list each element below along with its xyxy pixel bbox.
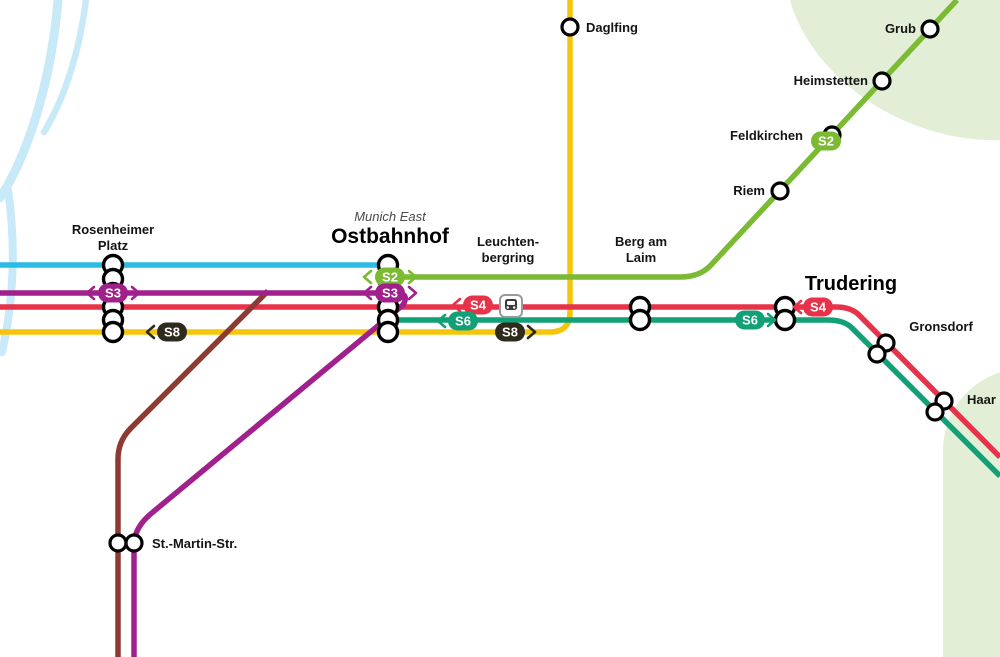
station-berg-am-laim-label-line2: Laim [626, 250, 656, 265]
station-daglfing-marker [560, 17, 580, 37]
chevron-right-icon [407, 285, 418, 301]
badge-s2-feldkirchen [811, 131, 841, 151]
line-s6-teal [385, 317, 1000, 478]
station-feldkirchen-label: Feldkirchen [730, 128, 803, 143]
badge-s8-label: S8 [164, 325, 180, 340]
badge-s2-label: S2 [382, 270, 398, 285]
station-berg-am-laim-marker [628, 295, 652, 332]
badge-s6-leuchtenbergring [448, 311, 478, 331]
station-ostbahnhof-subtitle: Munich East [354, 209, 427, 224]
station-circle [108, 533, 128, 553]
chevron-left-icon [792, 299, 803, 315]
station-st-martin-str-label: St.-Martin-Str. [152, 536, 237, 551]
train-windshield [507, 301, 515, 305]
badge-s8-east [495, 322, 525, 342]
station-trudering-label: Trudering [805, 273, 897, 295]
station-circle [867, 344, 887, 364]
sbahn-station-icon [499, 294, 523, 318]
line-s3-magenta [0, 290, 409, 657]
badge-s2-label: S2 [818, 134, 834, 149]
station-circle [101, 320, 125, 344]
chevron-left-icon [451, 297, 462, 313]
river-lines [0, 0, 90, 356]
park-area-bottom-right [943, 372, 1000, 657]
station-grub-marker [920, 19, 940, 39]
river-segment-2 [40, 0, 90, 136]
chevron-right-icon [526, 324, 537, 340]
badge-s4-leuchtenbergring [463, 295, 493, 315]
badge-s3-label: S3 [105, 286, 121, 301]
line-s7-maroon [115, 289, 270, 657]
river-segment-3 [0, 186, 17, 356]
train-light-right [513, 306, 516, 309]
chevron-left-icon [85, 285, 96, 301]
chevron-right-icon [407, 269, 418, 285]
station-leuchtenbergring-label-line1: Leuchten- [477, 234, 539, 249]
station-leuchtenbergring-label-line2: bergring [482, 250, 535, 265]
station-trudering-marker [773, 295, 797, 332]
station-circle [628, 308, 652, 332]
station-daglfing-label: Daglfing [586, 20, 638, 35]
station-grub-label: Grub [885, 21, 916, 36]
station-haar-marker [925, 391, 954, 422]
badge-s6-trudering [735, 310, 765, 330]
badge-s3-ostbahnhof [375, 283, 405, 303]
badge-s8-label: S8 [502, 325, 518, 340]
train-light-left [506, 306, 509, 309]
station-gronsdorf-label: Gronsdorf [909, 319, 973, 334]
line-badges: S3 S8 S2 S3 S4 S6 S8 S6 S [85, 131, 841, 342]
badge-s2-ostbahnhof [375, 267, 405, 287]
chevron-left-icon [145, 324, 156, 340]
chevron-left-icon [436, 313, 447, 329]
badge-s3-rosenheimer [98, 283, 128, 303]
station-berg-am-laim-label-line1: Berg am [615, 234, 667, 249]
station-ostbahnhof-label: Ostbahnhof [331, 225, 450, 248]
badge-s3-label: S3 [382, 286, 398, 301]
station-st-martin-str-marker [108, 533, 144, 553]
station-riem-label: Riem [733, 183, 765, 198]
badge-s6-label: S6 [742, 313, 758, 328]
station-rosenheimer-platz-label-line1: Rosenheimer [72, 222, 154, 237]
river-segment-1 [0, 0, 63, 203]
station-heimstetten-marker [872, 71, 892, 91]
chevron-right-icon [766, 312, 777, 328]
station-gronsdorf-marker [867, 333, 896, 364]
badge-s8-west [157, 322, 187, 342]
station-riem-marker [770, 181, 790, 201]
station-haar-label: Haar [967, 392, 996, 407]
badge-s4-trudering [803, 297, 833, 317]
badge-s4-label: S4 [470, 298, 487, 313]
station-labels: Daglfing Grub Heimstetten Feldkirchen Ri… [72, 20, 996, 551]
badge-s4-label: S4 [810, 300, 827, 315]
badge-s6-label: S6 [455, 314, 471, 329]
line-s2-green [385, 0, 960, 280]
station-circle [773, 308, 797, 332]
station-circle [925, 402, 945, 422]
line-s8-yellow [0, 0, 573, 335]
chevron-left-icon [362, 269, 373, 285]
chevron-right-icon [130, 285, 141, 301]
station-circle [124, 533, 144, 553]
station-heimstetten-label: Heimstetten [794, 73, 868, 88]
chevron-left-icon [362, 285, 373, 301]
line-s4-red [0, 304, 1000, 459]
station-rosenheimer-platz-label-line2: Platz [98, 238, 129, 253]
station-circle [376, 320, 400, 344]
